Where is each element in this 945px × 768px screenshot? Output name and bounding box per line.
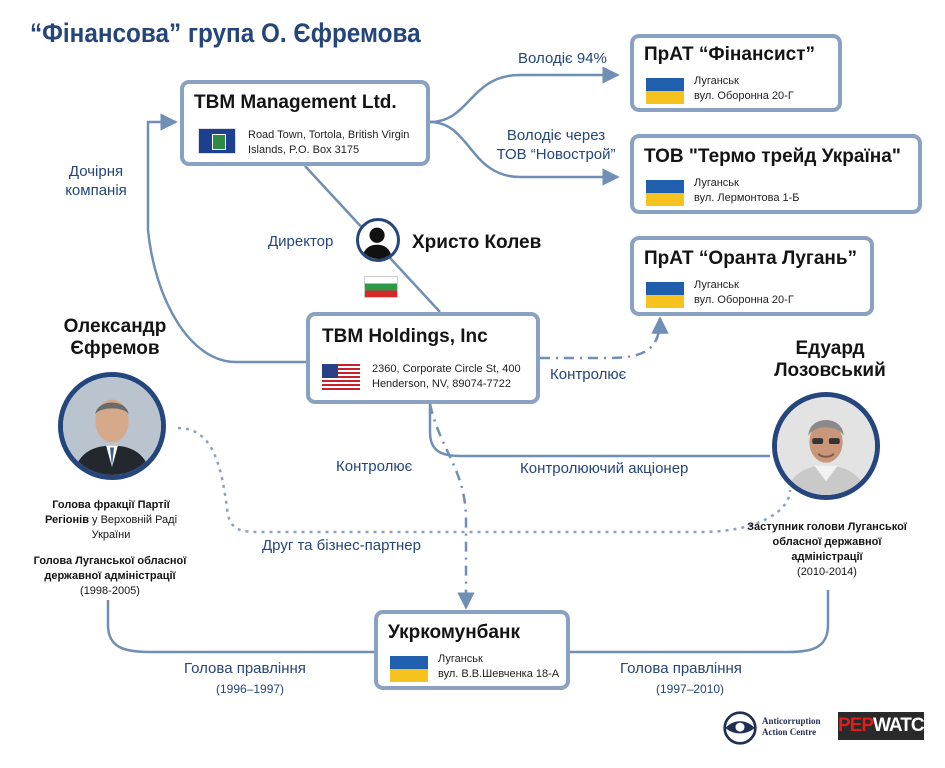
pepwatch-logo: PEPWATCH! (838, 712, 943, 740)
controls-bank-line (428, 403, 475, 610)
owns-via-line (429, 120, 620, 186)
flag-ukraine-icon (646, 78, 684, 104)
tbm-management-address: Road Town, Tortola, British Virgin Islan… (248, 129, 410, 156)
chairman-right-label: Голова правління (620, 660, 742, 677)
lozovskyi-name: Едуард Лозовський (774, 338, 886, 381)
yefremov-photo (58, 372, 166, 480)
oranta-name: ПрАТ “Оранта Лугань” (644, 248, 858, 269)
tbm-holdings-name: TBM Holdings, Inc (322, 326, 488, 347)
controls-oranta-line (540, 316, 669, 360)
finansyst-box[interactable]: ПрАТ “Фінансист” Луганськ вул. Оборонна … (630, 34, 842, 112)
page-title: “Фінансова” група О. Єфремова (30, 18, 421, 48)
acc-logo-text: Anticorruption Action Centre (762, 716, 821, 737)
friend-partner-label: Друг та бізнес-партнер (262, 537, 421, 554)
acc-eye-logo-icon (723, 711, 757, 745)
director-label: Директор (268, 233, 334, 250)
finansyst-address: Луганськ вул. Оборонна 20-Г (694, 75, 794, 102)
tbm-holdings-address: 2360, Corporate Circle St, 400 Henderson… (372, 363, 521, 390)
ukrkomunbank-box[interactable]: Укркомунбанк Луганськ вул. В.В.Шевченка … (374, 610, 570, 690)
yefremov-role1: Голова фракції Партії Регіонів у Верховн… (44, 499, 178, 541)
person-silhouette-icon (361, 227, 393, 259)
oranta-box[interactable]: ПрАТ “Оранта Лугань” Луганськ вул. Оборо… (630, 236, 874, 316)
chairman-right-years: (1997–2010) (656, 682, 725, 696)
ukrkomunbank-address: Луганськ вул. В.В.Шевченка 18-А (438, 653, 560, 680)
chairman-left-years: (1996–1997) (216, 682, 285, 696)
subsidiary-line (146, 113, 310, 364)
controlling-shareholder-label: Контролюючий акціонер (520, 460, 689, 477)
friend-partner-line (177, 426, 792, 534)
kolev-avatar (356, 218, 400, 262)
flag-ukraine-icon (390, 656, 428, 682)
flag-ukraine-icon (646, 282, 684, 308)
acc-logo: Anticorruption Action Centre (722, 708, 822, 748)
chairman-left-line (106, 600, 378, 654)
owns-94-line (429, 66, 620, 124)
controls-bank-label: Контролює (336, 458, 413, 475)
owns-94-label: Володіє 94% (518, 50, 607, 67)
controlling-shareholder-line (428, 404, 770, 458)
termo-treid-name: ТОВ "Термо трейд Україна" (644, 146, 901, 167)
chairman-right-line (568, 590, 830, 654)
lozovskyi-role: Заступник голови Луганської обласної дер… (747, 521, 907, 578)
yefremov-role2: Голова Луганської обласної державної адм… (33, 555, 187, 597)
tbm-management-box[interactable]: TBM Management Ltd. Road Town, Tortola, … (180, 80, 430, 166)
flag-bvi-icon (198, 128, 236, 154)
finansyst-name: ПрАТ “Фінансист” (644, 44, 816, 65)
flag-usa-icon (322, 364, 360, 390)
yefremov-name: Олександр Єфремов (63, 316, 167, 359)
termo-treid-address: Луганськ вул. Лермонтова 1-Б (694, 177, 800, 204)
subsidiary-label: Дочірня компанія (65, 163, 127, 199)
ukrkomunbank-name: Укркомунбанк (388, 622, 520, 643)
owns-via-label: Володіє через ТОВ “Новострой” (496, 127, 616, 163)
controls-oranta-label: Контролює (550, 366, 627, 383)
tbm-holdings-box[interactable]: TBM Holdings, Inc 2360, Corporate Circle… (306, 312, 540, 404)
flag-bulgaria-icon (364, 276, 398, 298)
lozovskyi-photo (772, 392, 880, 500)
chairman-left-label: Голова правління (184, 660, 306, 677)
tbm-management-name: TBM Management Ltd. (194, 92, 397, 113)
oranta-address: Луганськ вул. Оборонна 20-Г (694, 279, 794, 306)
termo-treid-box[interactable]: ТОВ "Термо трейд Україна" Луганськ вул. … (630, 134, 922, 214)
flag-ukraine-icon (646, 180, 684, 206)
kolev-name: Христо Колев (412, 232, 542, 253)
